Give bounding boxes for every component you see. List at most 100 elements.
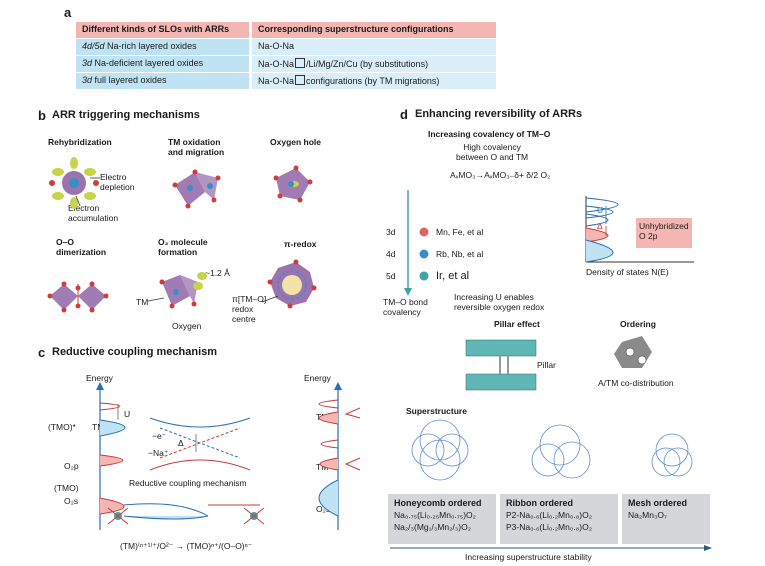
- tm-o-cluster-left-icon: [107, 507, 129, 525]
- honeycomb-formula-1: Na₀.₇₅(Li₀.₂₅Mn₀.₇₅)O₂: [394, 510, 476, 520]
- tm-o-cluster-right-icon: [243, 507, 265, 525]
- mesh-box: Mesh ordered Na₂Mn₃O₇: [622, 494, 710, 544]
- label-rehybridization: Rehybridization: [48, 137, 112, 147]
- label-el-5d: Ir, et al: [436, 270, 470, 282]
- row1-dtype: 4d/5d: [82, 41, 105, 51]
- label-high-covalency: High covalency between O and TM: [456, 142, 529, 162]
- honeycomb-formula-2: Na₂/₃(Mg₁/₃Mn₂/₃)O₂: [394, 522, 471, 532]
- row3-dtype: 3d: [82, 75, 93, 85]
- table-row: 3d full layered oxides Na-O-Na configurat…: [76, 73, 496, 89]
- label-reductive-center: Reductive coupling mechanism: [129, 478, 247, 488]
- row1-slo: Na-rich layered oxides: [104, 41, 197, 51]
- label-u-left: U: [124, 409, 131, 419]
- honeycomb-box: Honeycomb ordered Na₀.₇₅(Li₀.₂₅Mn₀.₇₅)O₂…: [388, 494, 496, 544]
- row2-slo: Na-deficient layered oxides: [92, 58, 204, 68]
- panel-d-title: Enhancing reversibility of ARRs: [415, 108, 583, 120]
- row3-slo: full layered oxides: [92, 75, 167, 85]
- label-tm-oxidation: TM oxidation and migration: [168, 137, 225, 157]
- panel-a-letter: a: [64, 5, 72, 20]
- row2-dtype: 3d: [82, 58, 93, 68]
- dot-3d-icon: [419, 227, 429, 237]
- panel-b-letter: b: [38, 108, 46, 123]
- label-electro-depletion: Electro depletion: [100, 172, 135, 192]
- o2-formation-structure-icon: [147, 272, 207, 309]
- label-o2-formation: O₂ molecule formation: [158, 237, 208, 257]
- label-minus-e: −e⁻: [152, 431, 167, 441]
- label-atm: A/TM co-distribution: [598, 378, 674, 388]
- ordering-structure-icon: [614, 336, 652, 368]
- ribbon-formula-1: P2-Na₀.₆(Li₀.₂Mn₀.₈)O₂: [506, 510, 593, 520]
- label-el-3d: Mn, Fe, et al: [436, 227, 484, 237]
- label-pillar-effect: Pillar effect: [494, 319, 540, 329]
- label-energy-right: Energy: [304, 373, 331, 383]
- row2-config-b: /Li/Mg/Zn/Cu (by substitutions): [306, 59, 429, 69]
- label-o2s-right: O₂s: [316, 504, 331, 514]
- ribbon-box: Ribbon ordered P2-Na₀.₆(Li₀.₂Mn₀.₈)O₂ P3…: [500, 494, 618, 544]
- row3-config-b: configurations (by TM migrations): [306, 76, 440, 86]
- panel-c-letter: c: [38, 345, 46, 360]
- label-3d: 3d: [386, 227, 396, 237]
- mesh-formula-1: Na₂Mn₃O₇: [628, 510, 667, 520]
- label-delta-d: Δ: [597, 221, 603, 231]
- row1-config: Na-O-Na: [258, 41, 295, 51]
- dot-5d-icon: [419, 271, 429, 281]
- label-pillar: Pillar: [537, 360, 556, 370]
- label-tmo-star: (TMO)*: [48, 422, 76, 432]
- pillar-layers-icon: [465, 339, 537, 391]
- unhybridized-box: Unhybridized O 2p: [636, 218, 692, 248]
- label-dos: Density of states N(E): [586, 267, 669, 277]
- ribbon-formula-2: P3-Na₀.₆(Li₀.₂Mn₀.₈)O₂: [506, 522, 593, 532]
- header-slo-kinds: Different kinds of SLOs with ARRs: [76, 22, 249, 38]
- label-bond-length: ~1.2 Å: [205, 268, 230, 278]
- label-tmo-bond: TM–O bond covalency: [383, 297, 428, 317]
- label-energy-left: Energy: [86, 373, 113, 383]
- label-minus-na: −Na⁺: [148, 448, 169, 458]
- label-pi-redox: π-redox: [284, 239, 317, 249]
- label-tm-right2: TM: [316, 462, 329, 472]
- honeycomb-superstructure-icon: [411, 419, 469, 481]
- label-electron-accumulation: Electron accumulation: [68, 203, 119, 223]
- label-tmo: (TMO): [54, 483, 79, 493]
- tm-migration-structure-icon: [172, 169, 221, 209]
- pi-redox-structure-icon: [261, 259, 317, 309]
- oo-dimerization-structure-icon: [47, 281, 109, 313]
- label-tm-b: TM: [136, 297, 149, 307]
- label-pi-centre: π[TM–O] redox centre: [232, 294, 267, 324]
- label-delta-c: Δ: [178, 438, 184, 448]
- panel-c-title: Reductive coupling mechanism: [52, 346, 218, 358]
- mesh-superstructure-icon: [651, 433, 693, 477]
- panel-d-letter: d: [400, 107, 408, 122]
- label-5d: 5d: [386, 271, 396, 281]
- label-oo-dimerization: O–O dimerization: [56, 237, 107, 257]
- rehybridization-structure-icon: [49, 157, 100, 209]
- honeycomb-title: Honeycomb ordered: [394, 498, 482, 508]
- dot-4d-icon: [419, 249, 429, 259]
- label-covalency-title: Increasing covalency of TM–O: [428, 129, 551, 139]
- oxygen-hole-structure-icon: [273, 165, 313, 203]
- label-4d: 4d: [386, 249, 396, 259]
- label-equation: (TM)⁽ⁿ⁺¹⁾⁺/O²⁻ → (TMO)ⁿ⁺/(O–O)ⁿ⁻: [120, 541, 253, 551]
- label-superstructure: Superstructure: [406, 406, 467, 416]
- label-oxygen: Oxygen: [172, 321, 202, 331]
- vacancy-square-icon: [295, 75, 306, 85]
- label-oxygen-hole: Oxygen hole: [270, 137, 322, 147]
- table-header: Different kinds of SLOs with ARRs Corres…: [76, 22, 496, 38]
- label-ordering: Ordering: [620, 319, 656, 329]
- table-row: 3d Na-deficient layered oxides Na-O-Na/L…: [76, 56, 496, 72]
- label-o2s-left: O₂s: [64, 496, 79, 506]
- table-row: 4d/5d Na-rich layered oxides Na-O-Na: [76, 39, 496, 55]
- label-reaction: AₓMO₃→AₓMO₃₋δ+ δ/2 O₂: [450, 170, 551, 180]
- vacancy-square-icon: [295, 58, 306, 68]
- ribbon-superstructure-icon: [531, 424, 591, 479]
- label-stability: Increasing superstructure stability: [465, 552, 592, 562]
- mesh-title: Mesh ordered: [628, 498, 688, 508]
- label-increasing-u: Increasing U enables reversible oxygen r…: [454, 292, 545, 312]
- label-o2p: O₂p: [64, 461, 79, 471]
- ribbon-title: Ribbon ordered: [506, 498, 573, 508]
- row3-config-a: Na-O-Na: [258, 76, 295, 86]
- header-configurations: Corresponding superstructure configurati…: [252, 22, 496, 38]
- label-el-4d: Rb, Nb, et al: [436, 249, 484, 259]
